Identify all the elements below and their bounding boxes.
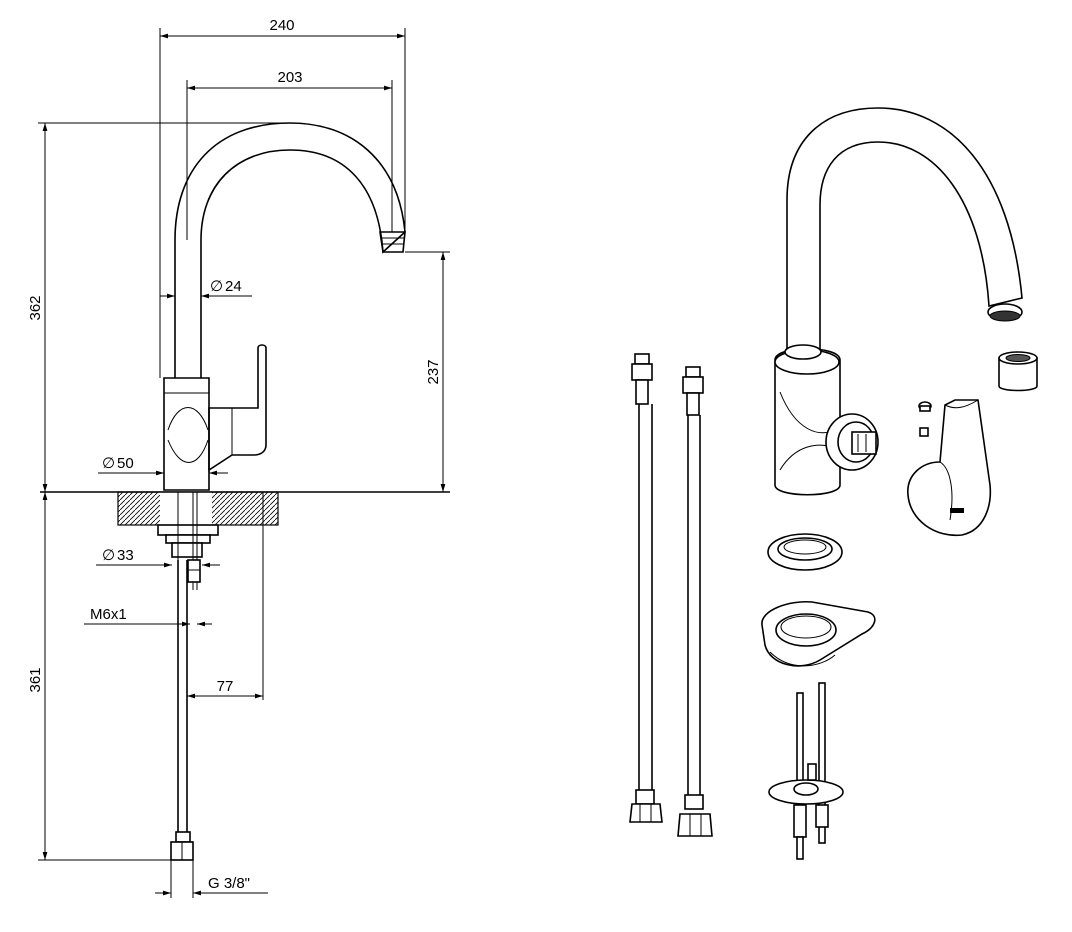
spout-tip (379, 231, 406, 253)
dim-hose-length: 361 (27, 667, 44, 692)
grub-screw (919, 427, 929, 437)
faucet-spout (786, 107, 1023, 353)
dim-connection: G 3/8" (208, 875, 250, 892)
aerator (998, 357, 1038, 392)
dim-spout-height: 237 (425, 359, 442, 384)
set-screw (918, 401, 932, 412)
dim-body-diameter-symbol: ∅ (102, 455, 115, 472)
dim-base-diameter-symbol: ∅ (102, 547, 115, 564)
dim-width-overall: 240 (269, 17, 294, 34)
dim-spout-diameter: 24 (225, 278, 242, 295)
exploded-lever (907, 399, 992, 537)
base-ring (767, 533, 843, 571)
dim-height-total: 362 (27, 295, 44, 320)
dim-hose-offset: 77 (217, 678, 234, 695)
dim-base-diameter: 33 (117, 547, 134, 564)
lever-handle (208, 344, 267, 472)
mounting-nut (157, 524, 219, 536)
exploded-view (629, 107, 1038, 860)
spout-outline (174, 122, 406, 378)
dim-thread: M6x1 (90, 606, 127, 623)
triangular-mounting-plate (761, 600, 876, 667)
dim-spout-diameter-symbol: ∅ (210, 278, 223, 295)
dim-body-diameter: 50 (117, 455, 134, 472)
flexible-hose-right (677, 366, 713, 837)
dimensioned-elevation-view: 240 203 362 237 ∅ 24 ∅ 50 ∅ 33 M6x1 (27, 17, 450, 898)
dim-spout-reach: 203 (277, 69, 302, 86)
mixer-body (163, 377, 210, 491)
threaded-rods-assembly (768, 682, 844, 860)
flexible-hose-left (629, 353, 663, 823)
